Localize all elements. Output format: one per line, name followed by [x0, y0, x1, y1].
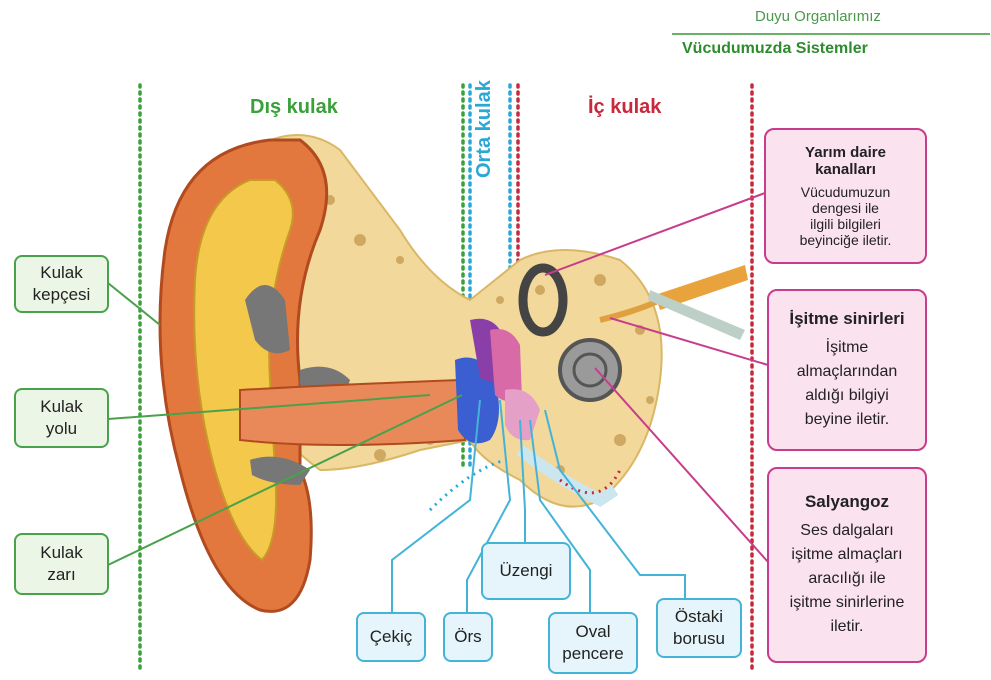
cochlea-text-2: işitme almaçları	[791, 543, 902, 567]
label-pinna: Kulak kepçesi	[14, 255, 109, 313]
cochlea-text-3: aracılığı ile	[808, 567, 885, 591]
leader-semicircular	[545, 193, 765, 275]
label-ear-canal: Kulak yolu	[14, 388, 109, 448]
label-eardrum-line2: zarı	[47, 564, 75, 586]
label-oval-window: Oval pencere	[548, 612, 638, 674]
nerves-text-4: beyine iletir.	[805, 408, 890, 432]
label-pinna-line1: Kulak	[40, 262, 83, 284]
semicircular-text-2: dengesi ile	[812, 200, 879, 216]
semicircular-text-3: ilgili bilgileri	[810, 216, 881, 232]
cochlea-title: Salyangoz	[805, 491, 889, 513]
label-stirrup: Üzengi	[481, 542, 571, 600]
semicircular-title-1: Yarım daire	[805, 144, 886, 161]
label-oval-line2: pencere	[562, 643, 623, 665]
semicircular-text-4: beyinciğe iletir.	[800, 232, 892, 248]
zone-outer-ear: Dış kulak	[250, 96, 338, 119]
ear-canal-shape	[240, 380, 465, 445]
label-hammer: Çekiç	[356, 612, 426, 662]
info-cochlea: Salyangoz Ses dalgaları işitme almaçları…	[767, 467, 927, 663]
info-auditory-nerves: İşitme sinirleri İşitme almaçlarından al…	[767, 289, 927, 451]
nerves-text-2: almaçlarından	[797, 360, 898, 384]
semicircular-title-2: kanalları	[815, 161, 876, 178]
semicircular-text-1: Vücudumuzun	[801, 184, 891, 200]
info-semicircular-canals: Yarım daire kanalları Vücudumuzun denges…	[764, 128, 927, 264]
cochlea-text-5: iletir.	[831, 615, 864, 639]
leader-pinna	[108, 283, 160, 325]
label-eardrum-line1: Kulak	[40, 542, 83, 564]
cochlea-shape	[560, 340, 620, 400]
label-eardrum: Kulak zarı	[14, 533, 109, 595]
nerves-text-1: İşitme	[826, 336, 869, 360]
cochlea-text-1: Ses dalgaları	[800, 519, 893, 543]
label-anvil: Örs	[443, 612, 493, 662]
nerves-text-3: aldığı bilgiyi	[805, 384, 889, 408]
nerves-title: İşitme sinirleri	[789, 308, 904, 330]
label-pinna-line2: kepçesi	[33, 284, 91, 306]
label-eustachian-line2: borusu	[673, 628, 725, 650]
zone-inner-ear: İç kulak	[588, 96, 661, 119]
label-hammer-text: Çekiç	[370, 626, 413, 648]
zone-middle-ear: Orta kulak	[473, 80, 496, 178]
label-anvil-text: Örs	[454, 626, 481, 648]
label-canal-line1: Kulak	[40, 396, 83, 418]
cochlea-text-4: işitme sinirlerine	[790, 591, 905, 615]
label-eustachian-tube: Östaki borusu	[656, 598, 742, 658]
label-eustachian-line1: Östaki	[675, 606, 723, 628]
label-canal-line2: yolu	[46, 418, 77, 440]
label-oval-line1: Oval	[576, 621, 611, 643]
label-stirrup-text: Üzengi	[500, 560, 553, 582]
